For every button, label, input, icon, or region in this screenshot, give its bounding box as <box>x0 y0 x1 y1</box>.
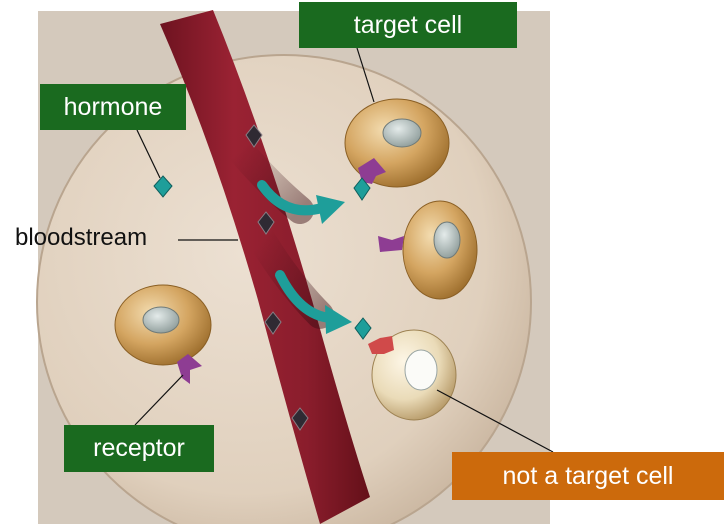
label-target-cell: target cell <box>299 2 517 48</box>
target-cell-middle <box>402 200 478 300</box>
receptor-red <box>368 336 394 354</box>
receptor-with-hormone <box>358 158 386 184</box>
label-receptor: receptor <box>64 425 214 472</box>
hormone-molecule <box>264 311 282 335</box>
label-not-target-cell: not a target cell <box>452 452 724 500</box>
leader-target-cell <box>356 47 375 103</box>
non-target-cell <box>371 329 457 421</box>
hormone-molecule <box>245 124 263 148</box>
arrow-to-non-target-cell <box>275 270 352 334</box>
hormone-molecule-approaching <box>354 317 372 340</box>
receptor-purple-left <box>177 354 202 384</box>
hormone-molecule <box>291 407 309 431</box>
target-cell-left <box>114 284 212 366</box>
leader-not-target-cell <box>436 389 554 453</box>
leader-hormone <box>136 129 161 179</box>
hormone-molecule <box>257 211 275 235</box>
hormone-molecule-free <box>153 175 173 198</box>
label-bloodstream: bloodstream <box>15 224 148 251</box>
arrow-to-target-cell <box>257 180 345 224</box>
leader-receptor <box>134 374 184 426</box>
label-hormone: hormone <box>40 84 186 130</box>
receptor-purple <box>378 236 404 252</box>
bound-hormone <box>353 177 371 201</box>
